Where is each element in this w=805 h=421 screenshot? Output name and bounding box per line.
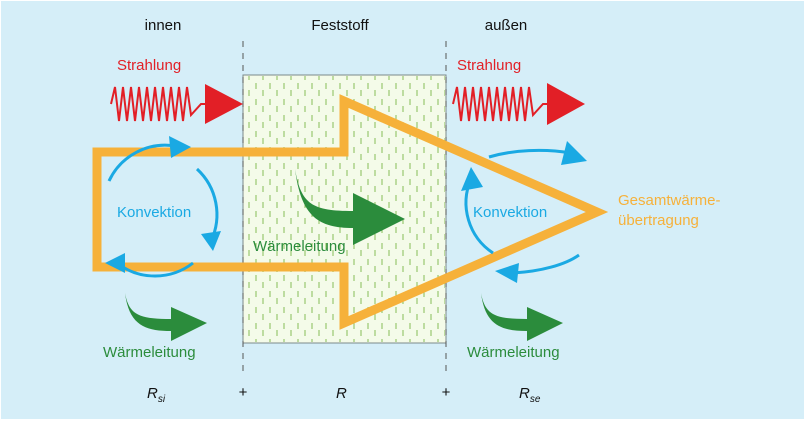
conduction-label-inner: Wärmeleitung [103,344,196,361]
radiation-arrow-outer [452,83,585,125]
convection-label-inner: Konvektion [117,204,192,221]
conduction-arrow-solid [295,169,405,245]
total-heat-label-line2: übertragung [618,212,699,229]
resistance-r-se: Rse [519,385,540,405]
resistance-r-si-subscript: si [157,394,166,405]
radiation-arrow-inner [110,84,243,124]
conduction-label-solid: Wärmeleitung [253,238,346,255]
convection-label-outer: Konvektion [473,204,548,221]
radiation-label-inner: Strahlung [117,57,182,74]
column-label-solid: Feststoff [311,17,369,34]
resistance-r-si-symbol: R [147,385,158,402]
column-label-inner: innen [144,17,182,34]
resistance-r: R [336,385,347,402]
conduction-label-outer: Wärmeleitung [467,344,560,361]
conduction-arrow-outer [481,293,563,341]
plus-sign-2: + [441,384,451,401]
total-heat-label: Gesamtwärme- übertragung [618,191,721,231]
total-heat-label-line1: Gesamtwärme- [618,192,721,209]
resistance-r-se-subscript: se [529,394,541,405]
conduction-arrow-inner [125,293,207,341]
resistance-r-si: Rsi [147,385,165,405]
plus-sign-1: + [238,384,248,401]
column-label-outer: außen [484,17,528,34]
radiation-label-outer: Strahlung [457,57,522,74]
resistance-r-se-symbol: R [519,385,530,402]
total-heat-arrow [92,94,609,330]
